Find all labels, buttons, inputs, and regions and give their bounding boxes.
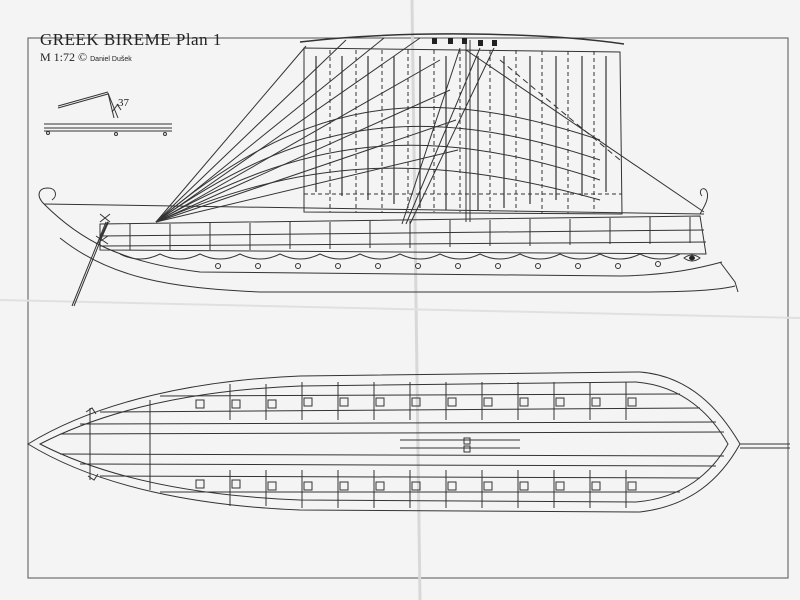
yard-blocks (432, 38, 497, 46)
plan-title: GREEK BIREME Plan 1 (40, 30, 222, 49)
top-plan (27, 371, 790, 513)
ram (719, 261, 739, 293)
side-elevation (38, 33, 739, 307)
detail-part-37 (44, 91, 172, 136)
stern-post (699, 188, 709, 215)
oar-ports (215, 261, 661, 269)
sail-outline (303, 47, 623, 215)
bow-curl (38, 187, 56, 205)
plank-lines (59, 393, 725, 493)
scale-label: M 1:72 © (40, 50, 88, 64)
hull-wave-strake (119, 253, 681, 260)
sail-panel-seams (329, 50, 595, 213)
rail-stanchions (129, 217, 691, 250)
rigging-lines (155, 37, 705, 225)
hull-profile (43, 203, 723, 277)
thwart-blocks-upper (195, 382, 637, 420)
part-number-label: 37 (118, 97, 129, 109)
yard (299, 33, 625, 45)
fold-crease-horizontal (0, 299, 800, 319)
stern-platform (85, 400, 151, 490)
plan-scale: M 1:72 ©Daniel Dušek (40, 50, 132, 65)
plan-border (27, 37, 789, 579)
hull-keel (59, 237, 736, 293)
fold-crease-vertical (410, 0, 422, 600)
mast-step (400, 437, 520, 453)
thwart-blocks-lower (195, 470, 637, 508)
sail-brails (315, 56, 607, 210)
author-name: Daniel Dušek (90, 56, 132, 63)
